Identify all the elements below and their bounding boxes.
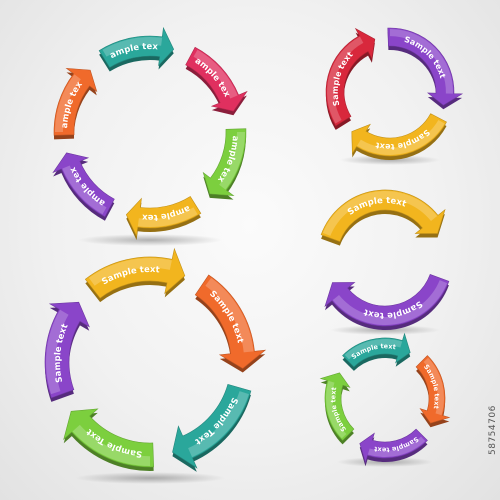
arrow-gloss [423, 357, 444, 416]
arrow-face [84, 247, 186, 299]
floor-shadow [75, 472, 225, 484]
arrow-gloss [357, 119, 445, 155]
arrow-gloss [55, 74, 81, 132]
arrow-face [359, 428, 428, 464]
arrow-face [325, 27, 376, 127]
arrow-gloss [102, 37, 163, 57]
floor-shadow [340, 155, 440, 165]
arrow-face [387, 27, 464, 106]
arrow-gloss [205, 277, 254, 353]
arrow-face [172, 383, 252, 469]
cycle-arrow: Sample text [387, 27, 464, 110]
arrow-label: Sample text [0, 0, 107, 208]
arrow-gloss [72, 424, 150, 466]
cycle-arrow: Sample Text [63, 408, 154, 471]
cycle-arrow: Sample text [351, 113, 447, 160]
arrow-face [125, 196, 202, 238]
arrow-gloss [322, 190, 438, 236]
cycle-arrow: Sample text [84, 247, 186, 303]
arrow-face [202, 128, 247, 197]
arrow-face [185, 46, 248, 112]
arrow-face [320, 189, 446, 242]
arrow-gloss [137, 207, 198, 227]
arrow-face [52, 152, 115, 218]
cycle-arrow: Sample text [324, 274, 450, 331]
arrow-face [44, 301, 90, 399]
cycle-arrow: Sample text [415, 355, 451, 428]
cycle-arrow: Sample text [0, 0, 175, 72]
arrow-face [415, 355, 451, 424]
arrow-gloss [390, 29, 453, 94]
arrow-face [194, 274, 267, 369]
arrow-gloss [327, 36, 364, 124]
arrow-face [351, 113, 447, 157]
arrow-gloss [326, 380, 347, 439]
cycle-arrow: Sample text [325, 27, 376, 130]
arrow-gloss [45, 309, 69, 395]
arrow-face [324, 274, 450, 327]
stock-id-label: 58754706 [488, 405, 498, 455]
arrow-gloss [367, 436, 426, 458]
cycle-arrow: Sample text [194, 274, 267, 373]
arrow-label: Sample text [0, 0, 159, 61]
arrow-gloss [88, 258, 172, 286]
floor-shadow [78, 234, 222, 246]
arrow-gloss [344, 338, 403, 360]
arrow-face [63, 408, 154, 468]
cycle-arrow: Sample Text [172, 383, 252, 472]
arrow-face [98, 26, 175, 68]
cycle-arrow: Sample text [342, 332, 411, 371]
cycle-arrow: Sample text [0, 0, 247, 200]
arrow-gloss [188, 391, 249, 458]
arrow-face [319, 372, 355, 441]
arrow-gloss [62, 165, 107, 215]
arrow-label: Sample text [0, 0, 85, 129]
cycle-arrow: Sample text [320, 189, 446, 246]
arrow-label: Sample text [0, 0, 240, 184]
cycle-arrow: Sample text [319, 372, 355, 445]
arrow-gloss [219, 132, 245, 190]
arrow-face [342, 332, 411, 368]
arrow-face [53, 67, 98, 136]
arrow-gloss [193, 49, 238, 99]
cycle-arrow: Sample text [0, 0, 98, 140]
cycle-arrow: Sample text [44, 301, 90, 402]
arrow-gloss [332, 280, 448, 325]
floor-shadow [337, 457, 433, 467]
